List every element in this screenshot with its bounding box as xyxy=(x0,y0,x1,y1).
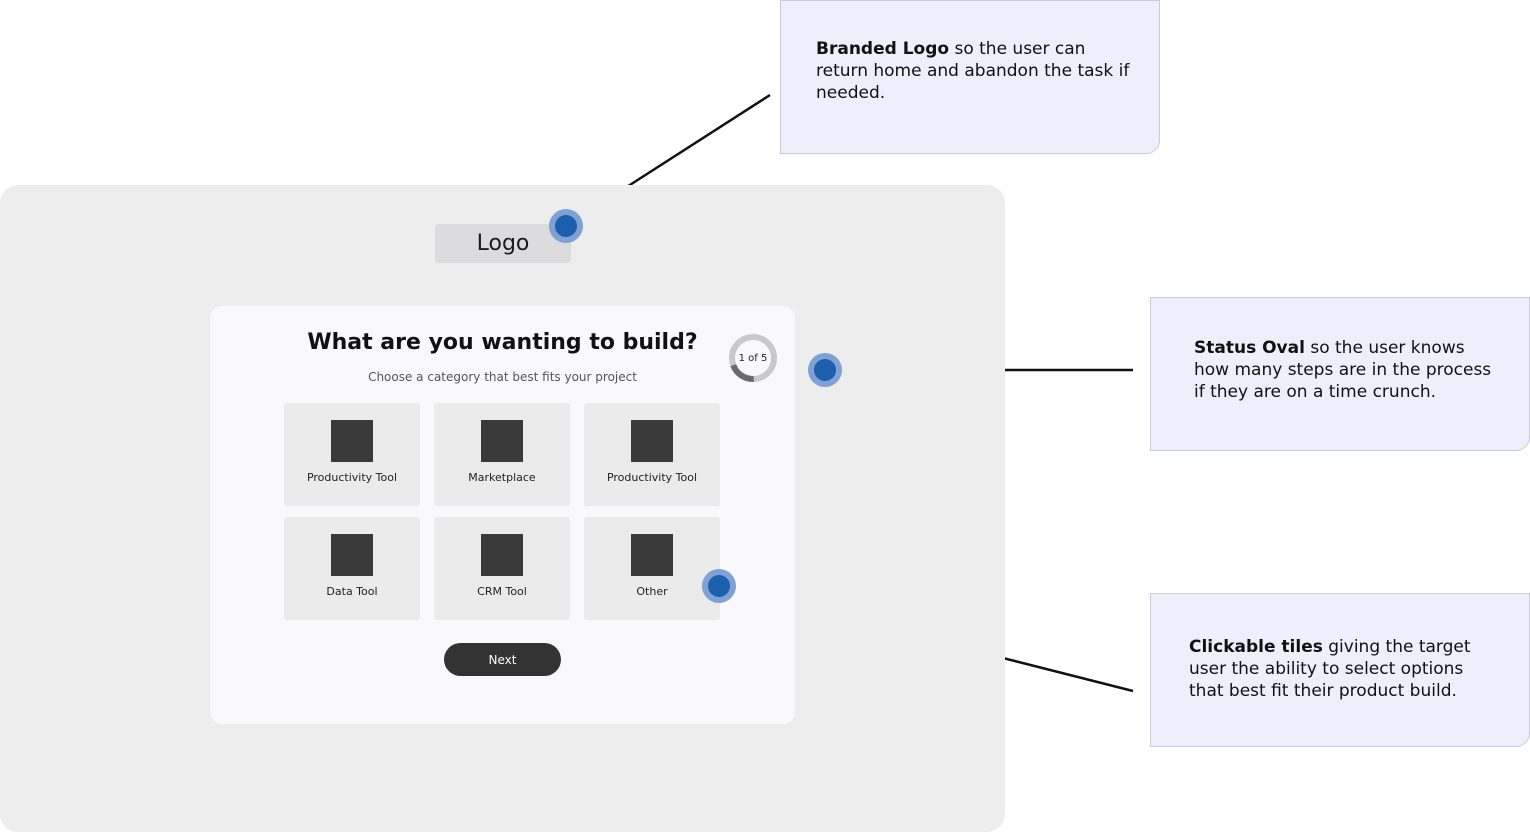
status-label: 1 of 5 xyxy=(738,352,768,364)
status-annotation-title: Status Oval xyxy=(1194,338,1305,358)
tile-label: Data Tool xyxy=(326,585,378,598)
tile-productivity-tool-2[interactable]: Productivity Tool xyxy=(584,403,720,506)
status-progress-arc xyxy=(730,363,754,382)
status-marker xyxy=(808,353,842,387)
tile-data-tool[interactable]: Data Tool xyxy=(284,517,420,620)
brand-logo[interactable]: Logo xyxy=(435,224,571,263)
tile-productivity-tool[interactable]: Productivity Tool xyxy=(284,403,420,506)
status-annotation: Status Oval so the user knows how many s… xyxy=(1150,297,1530,451)
logo-annotation-body: so the user can return home and abandon … xyxy=(816,39,1130,103)
logo-annotation-text: Branded Logo so the user can return home… xyxy=(816,38,1131,104)
tile-crm-tool[interactable]: CRM Tool xyxy=(434,517,570,620)
tile-placeholder-icon xyxy=(331,420,373,462)
tiles-annotation-title: Clickable tiles xyxy=(1189,637,1323,657)
status-oval xyxy=(729,334,777,382)
next-button-label: Next xyxy=(488,652,517,667)
logo-annotation-title: Branded Logo xyxy=(816,39,950,59)
tiles-annotation-text: Clickable tiles giving the target user t… xyxy=(1189,636,1499,702)
tiles-marker xyxy=(702,569,736,603)
tile-label: Other xyxy=(636,585,668,598)
wizard-title: What are you wanting to build? xyxy=(307,330,698,355)
tile-placeholder-icon xyxy=(631,420,673,462)
tile-placeholder-icon xyxy=(331,534,373,576)
status-annotation-text: Status Oval so the user knows how many s… xyxy=(1194,337,1494,403)
tile-label: Productivity Tool xyxy=(306,471,398,484)
next-button[interactable]: Next xyxy=(444,643,561,676)
status-annotation-body: so the user knows how many steps are in … xyxy=(1194,338,1492,402)
logo-label: Logo xyxy=(476,231,530,256)
tile-placeholder-icon xyxy=(631,534,673,576)
tile-label: Productivity Tool xyxy=(606,471,698,484)
tiles-annotation: Clickable tiles giving the target user t… xyxy=(1150,593,1530,747)
tile-placeholder-icon xyxy=(481,420,523,462)
tiles-annotation-body: giving the target user the ability to se… xyxy=(1189,637,1471,701)
tile-label: Marketplace xyxy=(468,471,536,484)
logo-annotation: Branded Logo so the user can return home… xyxy=(780,0,1160,154)
logo-marker xyxy=(549,209,583,243)
tile-label: CRM Tool xyxy=(477,585,527,598)
wizard-subtitle: Choose a category that best fits your pr… xyxy=(368,370,637,384)
tile-marketplace[interactable]: Marketplace xyxy=(434,403,570,506)
tile-other[interactable]: Other xyxy=(584,517,720,620)
tile-placeholder-icon xyxy=(481,534,523,576)
